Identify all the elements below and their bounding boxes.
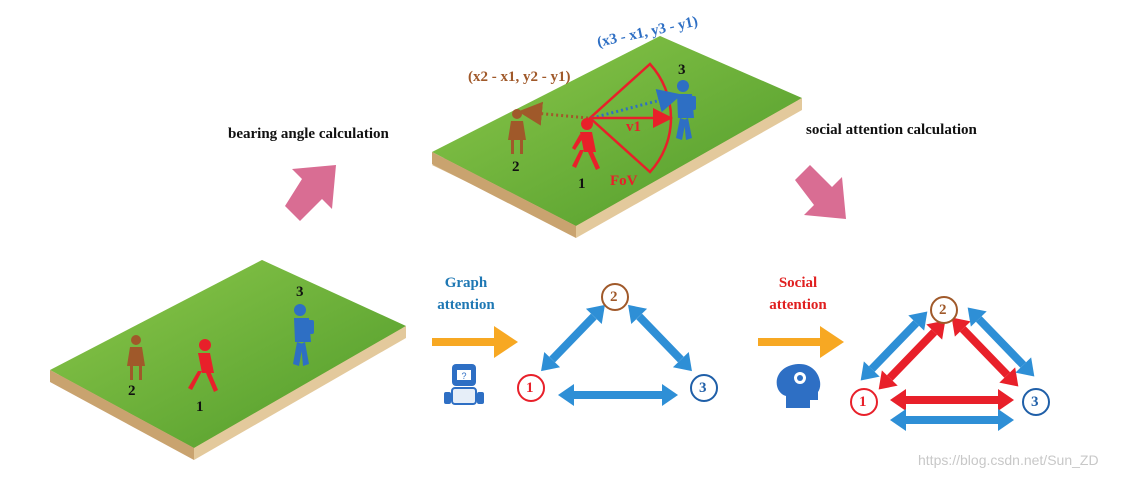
bottom-pedestrian-1-icon xyxy=(188,339,218,392)
graph-node-3-circle xyxy=(690,374,718,402)
graph-attention-label: Graph attention xyxy=(424,272,508,316)
pedestrian-1-icon xyxy=(572,118,600,170)
bottom-ped-2-num: 2 xyxy=(128,383,136,399)
bottom-ped-1-num: 1 xyxy=(196,399,204,415)
coord-2-label: (x2 - x1, y2 - y1) xyxy=(468,69,571,85)
social-node-2-circle xyxy=(930,296,958,324)
social-attention-label: Social attention xyxy=(756,272,840,316)
pedestrian-3-icon xyxy=(676,80,696,140)
graph-node-2-num: 2 xyxy=(610,289,618,305)
robot-icon: ? xyxy=(444,364,484,405)
v1-label: v1 xyxy=(626,119,641,135)
pink-arrow-up xyxy=(285,165,336,221)
bottom-ped-3-num: 3 xyxy=(296,284,304,300)
vector-to-2 xyxy=(518,101,589,126)
social-edges xyxy=(860,307,1035,431)
bottom-pedestrian-3-icon xyxy=(293,304,314,366)
social-attention-calc-label: social attention calculation xyxy=(806,122,977,138)
social-attention-line1: Social xyxy=(778,275,818,291)
graph-node-2-circle xyxy=(601,283,629,311)
fov-label: FoV xyxy=(610,173,638,189)
social-node-2-num: 2 xyxy=(939,302,947,318)
top-ped-2-num: 2 xyxy=(512,159,520,175)
brain-head-icon xyxy=(776,363,821,408)
top-ped-1-num: 1 xyxy=(578,176,586,192)
orange-arrow-social xyxy=(758,326,844,358)
social-node-3-circle xyxy=(1022,388,1050,416)
graph-node-3-num: 3 xyxy=(699,380,707,396)
top-ped-3-num: 3 xyxy=(678,62,686,78)
bearing-angle-label: bearing angle calculation xyxy=(228,126,389,142)
social-node-1-circle xyxy=(850,388,878,416)
graph-node-1-num: 1 xyxy=(526,380,534,396)
social-node-3-num: 3 xyxy=(1031,394,1039,410)
graph-attention-line2: attention xyxy=(437,297,495,313)
bottom-platform xyxy=(50,260,406,460)
pedestrian-2-icon xyxy=(508,109,526,154)
social-attention-line2: attention xyxy=(769,297,827,313)
bottom-pedestrian-2-icon xyxy=(127,335,145,380)
orange-arrow-graph xyxy=(432,326,518,358)
pink-arrow-down xyxy=(795,165,846,219)
watermark: https://blog.csdn.net/Sun_ZD xyxy=(918,452,1099,468)
graph-attention-line1: Graph xyxy=(444,275,488,291)
top-platform xyxy=(432,36,802,238)
graph-node-1-circle xyxy=(517,374,545,402)
social-node-1-num: 1 xyxy=(859,394,867,410)
graph-edges xyxy=(541,304,692,406)
svg-text:?: ? xyxy=(461,371,466,381)
